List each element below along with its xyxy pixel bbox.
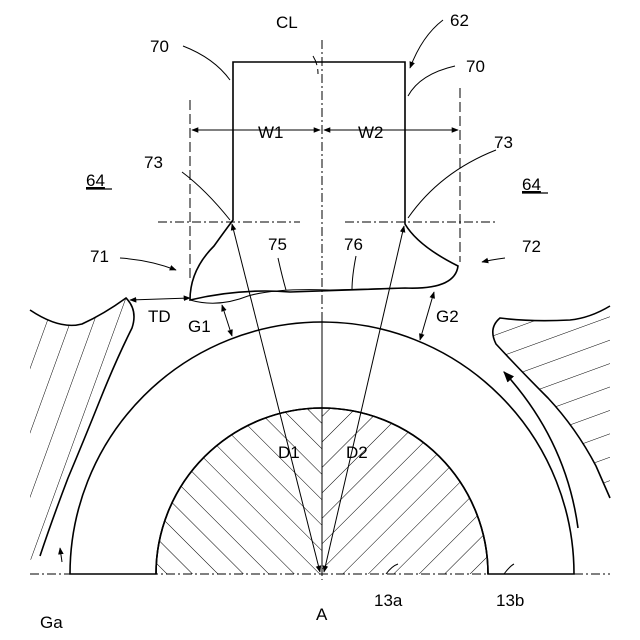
blade-62 bbox=[190, 62, 458, 303]
label-72: 72 bbox=[522, 237, 541, 256]
label-73-right: 73 bbox=[494, 133, 513, 152]
label-73-left: 73 bbox=[144, 153, 163, 172]
label-70-left: 70 bbox=[150, 37, 169, 56]
label-cl: CL bbox=[276, 13, 298, 32]
label-d1: D1 bbox=[278, 443, 300, 462]
label-76: 76 bbox=[344, 235, 363, 254]
label-a: A bbox=[316, 605, 328, 624]
left-neighbor-blade bbox=[30, 298, 134, 560]
label-71: 71 bbox=[90, 247, 109, 266]
dimension-g2 bbox=[420, 292, 434, 340]
label-13a: 13a bbox=[374, 591, 403, 610]
label-w1: W1 bbox=[258, 123, 284, 142]
label-w2: W2 bbox=[358, 123, 384, 142]
label-g1: G1 bbox=[188, 317, 211, 336]
label-64-left: 64 bbox=[86, 171, 105, 190]
label-g2: G2 bbox=[436, 307, 459, 326]
dimension-g1 bbox=[222, 305, 232, 336]
dimension-td bbox=[130, 298, 190, 300]
label-td: TD bbox=[148, 307, 171, 326]
label-62: 62 bbox=[450, 11, 469, 30]
label-13b: 13b bbox=[496, 591, 524, 610]
label-ga: Ga bbox=[40, 613, 63, 632]
label-70-right: 70 bbox=[466, 57, 485, 76]
label-d2: D2 bbox=[346, 443, 368, 462]
label-64-right: 64 bbox=[522, 175, 541, 194]
label-75: 75 bbox=[268, 235, 287, 254]
